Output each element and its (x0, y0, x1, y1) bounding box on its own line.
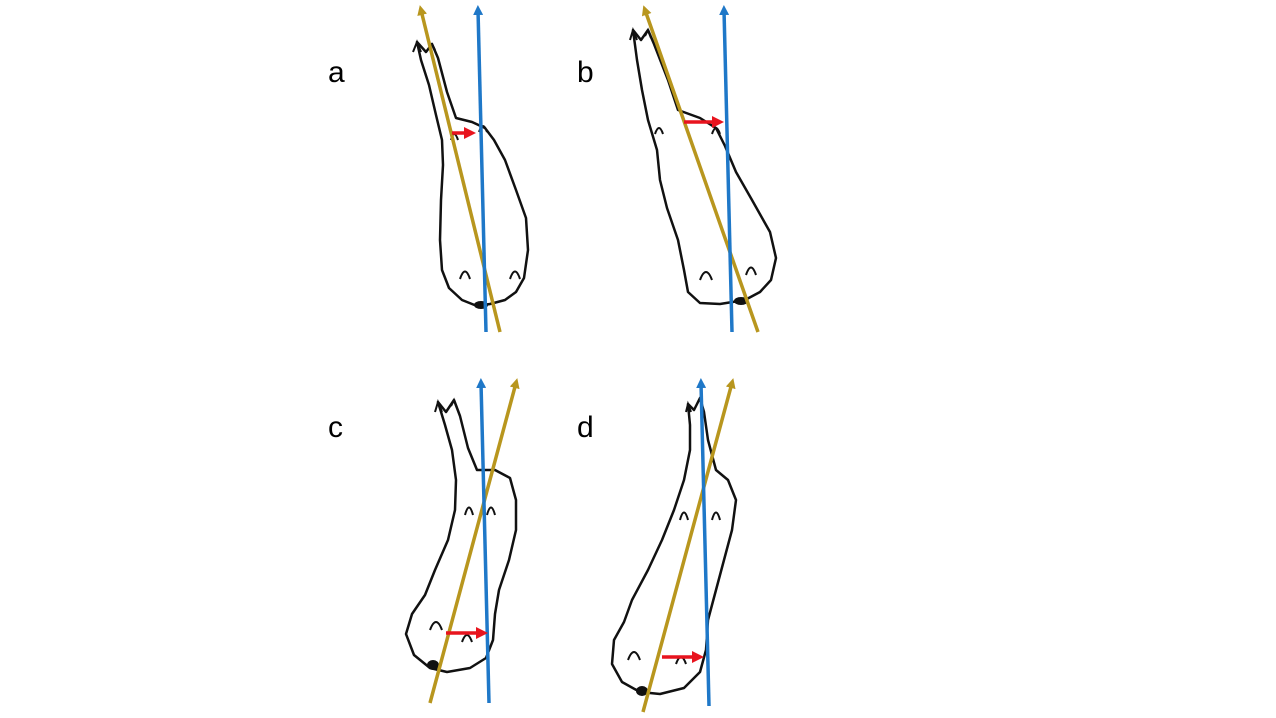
reference-axis-a (473, 5, 488, 333)
hip-mark-d (627, 651, 641, 661)
hip-mark-a (459, 270, 471, 280)
body-axis-c (428, 378, 520, 704)
horse-ears-c (434, 397, 458, 413)
body-axis-d (641, 378, 736, 713)
shoulder-mark-c2 (486, 506, 496, 516)
reference-axis-d (696, 378, 711, 707)
shoulder-mark-d2 (711, 511, 721, 521)
horse-outline-c (404, 398, 518, 674)
tail-d (636, 686, 648, 696)
horse-outline-a (415, 40, 530, 308)
panel-label-d: d (577, 411, 594, 444)
panel-a (412, 5, 530, 333)
shoulder-mark-d (679, 511, 689, 521)
panel-label-b: b (577, 56, 594, 89)
panel-d (610, 378, 738, 713)
hip-mark-c2 (461, 634, 473, 643)
panel-b (629, 5, 778, 333)
tail-c (427, 660, 439, 670)
horse-outline-b (631, 28, 778, 306)
hip-mark-c (429, 621, 443, 631)
shoulder-mark-b (654, 127, 664, 135)
shoulder-mark-c (464, 506, 474, 516)
panel-label-c: c (328, 411, 343, 444)
horse-outline-d (610, 396, 738, 696)
body-axis-b (641, 5, 760, 333)
shoulder-mark-b2 (711, 127, 721, 135)
panel-c (404, 378, 520, 704)
hip-mark-b (699, 271, 713, 281)
panel-label-a: a (328, 56, 345, 89)
reference-axis-b (719, 5, 734, 333)
horse-ears-b (629, 26, 652, 41)
body-axis-a (417, 5, 502, 333)
reference-axis-c (476, 378, 491, 704)
hip-mark-b2 (745, 266, 757, 276)
tail-b (734, 297, 748, 305)
hip-mark-a2 (509, 270, 521, 280)
